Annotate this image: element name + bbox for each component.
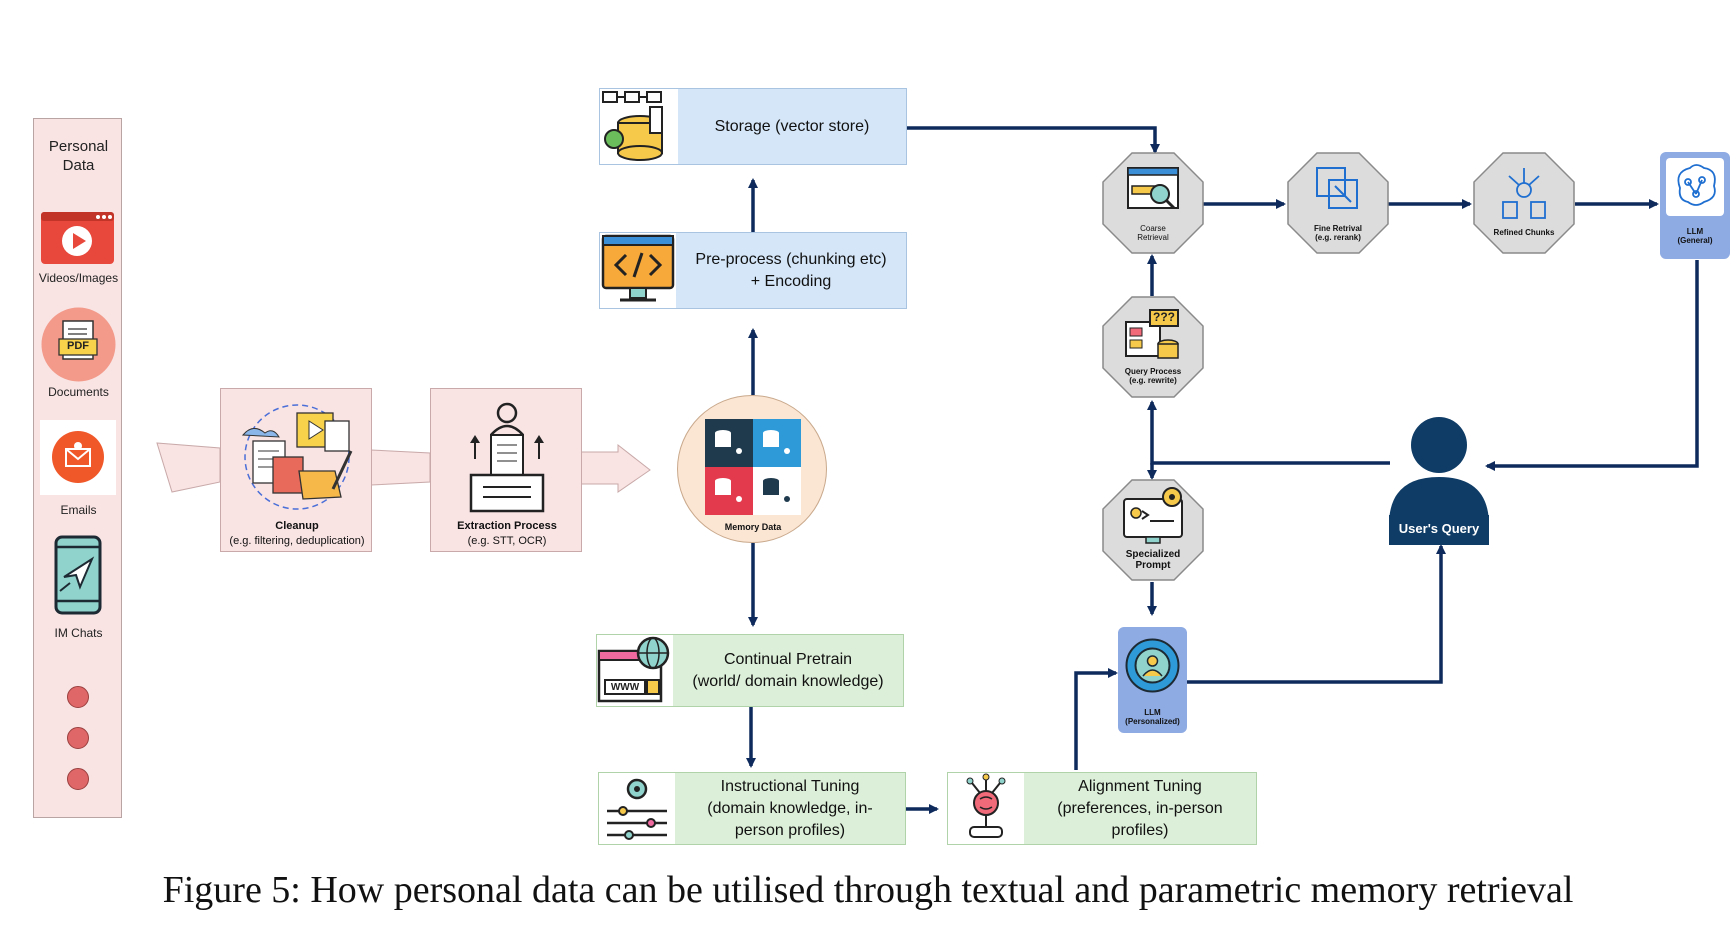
fine-label: Fine Retrival (e.g. rerank) <box>1287 224 1389 242</box>
specialized-line1: Specialized <box>1125 549 1181 560</box>
more-dot-3 <box>67 768 89 790</box>
cleanup-box: Cleanup (e.g. filtering, deduplication) <box>220 388 372 552</box>
refined-label: Refined Chunks <box>1493 228 1555 237</box>
alignment-tuning-box: Alignment Tuning (preferences, in-person… <box>947 772 1257 845</box>
llm-general-line2: (General) <box>1677 236 1713 245</box>
llm-personal-label: LLM (Personalized) <box>1118 708 1187 726</box>
www-text: WWW <box>610 682 640 693</box>
code-monitor-icon <box>600 233 676 308</box>
prompt-monitor-icon <box>1123 487 1183 544</box>
question-marks: ??? <box>1153 310 1175 324</box>
sliders-gear-icon <box>599 773 675 844</box>
panel-title: Personal Data <box>34 137 123 175</box>
preprocess-line2: + Encoding <box>750 273 832 290</box>
robot-extraction-icon <box>461 399 553 515</box>
llm-general-line1: LLM <box>1686 227 1704 236</box>
brain-chip-icon <box>948 773 1024 844</box>
preprocess-label: Pre-process (chunking etc) + Encoding <box>676 249 906 293</box>
preprocess-box: Pre-process (chunking etc) + Encoding <box>599 232 907 309</box>
instructional-tuning-box: Instructional Tuning (domain knowledge, … <box>598 772 906 845</box>
ai-brain-icon <box>1666 158 1724 216</box>
pretrain-line2: (world/ domain knowledge) <box>692 673 884 690</box>
coarse-label: Coarse Retrieval <box>1102 224 1204 242</box>
pretrain-label: Continual Pretrain (world/ domain knowle… <box>673 649 903 693</box>
extraction-title: Extraction Process <box>457 520 557 532</box>
user-icon <box>1389 417 1489 545</box>
fine-line1: Fine Retrival <box>1313 224 1362 233</box>
phone-chat-icon <box>54 535 102 615</box>
memory-data-label: Memory Data <box>724 522 782 532</box>
align-line3: profiles) <box>1111 822 1169 839</box>
web-globe-icon: WWW <box>597 635 673 706</box>
flow-band-arrow <box>156 442 221 493</box>
pretrain-line1: Continual Pretrain <box>723 651 853 668</box>
cleanup-icon <box>233 399 361 517</box>
cleanup-subtitle: (e.g. filtering, deduplication) <box>229 535 365 547</box>
llm-personal-line2: (Personalized) <box>1125 717 1180 726</box>
llm-personalized-node: LLM (Personalized) <box>1118 627 1187 733</box>
specialized-line2: Prompt <box>1135 560 1171 571</box>
query-process-line1: Query Process <box>1124 367 1182 376</box>
figure-caption: Figure 5: How personal data can be utili… <box>162 869 1574 911</box>
search-window-icon <box>1127 167 1179 210</box>
align-label: Alignment Tuning (preferences, in-person… <box>1024 776 1256 842</box>
personal-gear-icon <box>1123 636 1182 695</box>
extraction-subtitle: (e.g. STT, OCR) <box>467 535 547 547</box>
more-dot-2 <box>67 727 89 749</box>
user-query-node: User's Query <box>1389 415 1489 545</box>
sidebar-label-documents: Documents <box>48 385 109 399</box>
query-process-line2: (e.g. rewrite) <box>1129 376 1177 385</box>
instruct-line2: (domain knowledge, in- <box>707 800 873 817</box>
pdf-badge: PDF <box>67 340 89 352</box>
email-icon <box>40 420 116 495</box>
refined-chunks-node: Refined Chunks <box>1473 152 1575 254</box>
pdf-document-icon: PDF <box>41 307 116 382</box>
personal-data-panel: Personal Data Videos/Images PDF Document… <box>33 118 122 818</box>
preprocess-line1: Pre-process (chunking etc) <box>695 251 887 268</box>
align-line1: Alignment Tuning <box>1078 778 1202 795</box>
instruct-label: Instructional Tuning (domain knowledge, … <box>675 776 905 842</box>
fine-line2: (e.g. rerank) <box>1315 233 1361 242</box>
llm-personal-line1: LLM <box>1144 708 1161 717</box>
align-line2: (preferences, in-person <box>1057 800 1223 817</box>
more-dot-1 <box>67 686 89 708</box>
llm-general-node: LLM (General) <box>1660 152 1730 259</box>
flow-band-middle <box>370 449 431 486</box>
fine-retrieval-node: Fine Retrival (e.g. rerank) <box>1287 152 1389 254</box>
panel-title-line1: Personal <box>48 138 109 155</box>
query-question-icon <box>1125 309 1179 359</box>
llm-general-label: LLM (General) <box>1660 227 1730 245</box>
specialized-prompt-node: Specialized Prompt <box>1102 479 1204 581</box>
vector-store-icon <box>600 89 678 164</box>
pretrain-box: WWW Continual Pretrain (world/ domain kn… <box>596 634 904 707</box>
select-region-icon <box>1316 167 1358 209</box>
cleanup-title: Cleanup <box>275 520 319 532</box>
specialized-label: Specialized Prompt <box>1102 549 1204 571</box>
extraction-box: Extraction Process (e.g. STT, OCR) <box>430 388 582 552</box>
sidebar-label-im-chats: IM Chats <box>54 626 103 640</box>
document-hierarchy-icon <box>1502 168 1546 219</box>
database-grid-icon <box>705 419 801 515</box>
storage-label: Storage (vector store) <box>714 118 870 135</box>
sidebar-label-emails: Emails <box>60 503 97 517</box>
sidebar-label-videos: Videos/Images <box>38 271 119 285</box>
user-query-label: User's Query <box>1398 521 1480 536</box>
memory-data-node: Memory Data <box>677 395 827 543</box>
query-process-label: Query Process (e.g. rewrite) <box>1102 367 1204 385</box>
coarse-line2: Retrieval <box>1137 233 1169 242</box>
flow-band-head <box>580 443 651 493</box>
instruct-line3: person profiles) <box>734 822 846 839</box>
video-play-icon <box>40 211 115 265</box>
storage-box: Storage (vector store) <box>599 88 907 165</box>
coarse-retrieval-node: Coarse Retrieval <box>1102 152 1204 254</box>
coarse-line1: Coarse <box>1140 224 1166 233</box>
panel-title-line2: Data <box>62 157 95 174</box>
query-process-node: ??? Query Process (e.g. rewrite) <box>1102 296 1204 398</box>
instruct-line1: Instructional Tuning <box>720 778 860 795</box>
